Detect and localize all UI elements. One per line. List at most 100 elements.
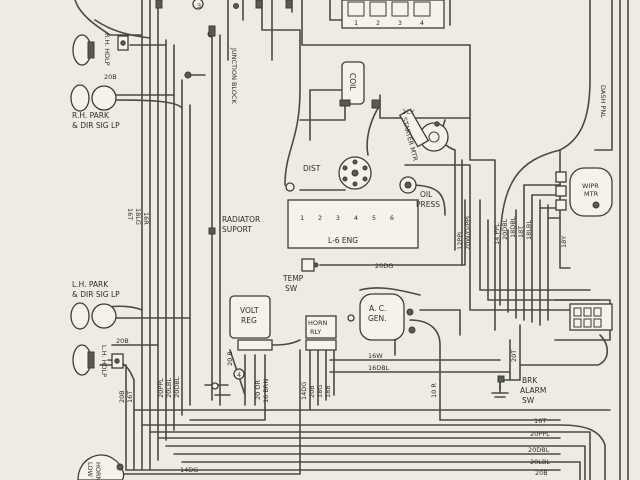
wire-20b-mid: 20B [116, 337, 129, 345]
ac-generator [347, 293, 416, 341]
distributor [285, 156, 372, 192]
wire-20lbl-v: 20LBL [165, 378, 173, 398]
wire-18g: 18G [316, 385, 324, 398]
wire-20b-v: 20B [308, 385, 316, 398]
wire-14dg-h: 14DG [180, 466, 198, 474]
engine-terminal-2: 2 [318, 214, 322, 222]
horn-label: HORN [94, 462, 102, 480]
wire-16w: 16W [368, 352, 383, 360]
wire-18y: 18Y [560, 236, 568, 248]
brk-alarm-label-2: ALARM [520, 386, 546, 395]
wire-16brn: 16 BRN [262, 379, 270, 403]
wire-20dbl-a: 20DBL [501, 218, 509, 240]
coil-label: COIL [348, 73, 357, 91]
radiator-support [208, 227, 216, 235]
rh-park-lamp [70, 71, 192, 112]
temp-switch [301, 258, 319, 272]
engine-terminal-5: 5 [372, 214, 376, 222]
oil-press-label-1: OIL [420, 190, 433, 199]
lh-headlamp [72, 344, 124, 376]
top-connector-terminal-1: 1 [354, 19, 358, 27]
wire-20b-top: 20B [104, 73, 117, 81]
top-connector-terminal-4: 4 [420, 19, 424, 27]
ground-3-label: 3 [197, 2, 201, 10]
component-labels: R.H. HDLP R.H. PARK & DIR SIG LP L.H. PA… [72, 33, 607, 480]
horn [77, 454, 125, 480]
radiator-support-label-2: SUPORT [222, 225, 252, 234]
wire-16t-v: 16T [126, 391, 134, 403]
brk-alarm-label-3: SW [522, 396, 535, 405]
wire-labels: 20B 2CY 16T 18LG 16R 20DG 12PPL 20W/O/PP… [104, 2, 568, 477]
junction-block-label: JUNCTION BLOCK [230, 47, 238, 105]
wire-18lg: 18LG [134, 208, 142, 225]
radiator-support-label-1: RADIATOR [222, 215, 260, 224]
wire-20b-reg: 20 B [226, 351, 234, 366]
dist-label: DIST [303, 164, 321, 173]
lh-park-label-1: L.H. PARK [72, 280, 109, 289]
bus-16t: 16T [534, 417, 546, 425]
bus-20ppl: 20PPL [530, 430, 550, 438]
wiper-motor-label-1: WIPR [582, 182, 599, 190]
brake-alarm-switch [491, 375, 509, 398]
temp-sw-label-1: TEMP [282, 274, 304, 283]
rh-park-label-2: & DIR SIG LP [72, 121, 120, 130]
engine-terminal-6: 6 [390, 214, 394, 222]
wiper-motor-label-2: MTR [584, 190, 599, 198]
dash-pnl-label: DASH PNL [599, 85, 607, 118]
right-connector-block [569, 303, 613, 331]
volt-reg-label-1: VOLT [240, 306, 259, 315]
wire-20t: 20T [510, 350, 518, 362]
ac-gen-label-1: A. C. [369, 304, 386, 313]
top-connector-terminal-3: 3 [398, 19, 402, 27]
horn-low-label: LOW [86, 462, 94, 478]
ground-4-label: 4 [237, 371, 241, 379]
engine-terminal-4: 4 [354, 214, 358, 222]
wire-14ppl: 14 PPL [493, 223, 501, 245]
voltage-regulator [229, 295, 273, 351]
rh-park-label-1: R.H. PARK [72, 111, 110, 120]
wiper-motor [555, 167, 613, 217]
wire-18b: 18B [324, 385, 332, 398]
wire-20dg: 20DG [375, 262, 393, 270]
wire-20b-left: 20B [118, 390, 126, 403]
wire-18dbl: 18DBL [509, 216, 517, 238]
wire-14dg-v: 14DG [300, 382, 308, 400]
wire-20dbl-v: 20DBL [173, 376, 181, 398]
wire-20w-o-ppl: 20W/O/PPL [464, 214, 472, 250]
wire-16r: 16R [142, 212, 150, 225]
oil-pressure-switch [399, 176, 417, 194]
wire-2cy: 2CY [402, 108, 415, 116]
horn-rly-label-2: RLY [310, 328, 321, 336]
wire-12ppl: 12PPL [456, 230, 464, 250]
wire-18lbl: 18LBL [525, 220, 533, 240]
engine-block [287, 199, 419, 249]
engine-terminal-1: 1 [300, 214, 304, 222]
bus-20dbl: 20DBL [528, 446, 550, 454]
oil-press-label-2: PRESS [416, 200, 440, 209]
coil [339, 61, 381, 109]
wire-16t: 16T [126, 208, 134, 220]
top-connector-terminal-2: 2 [376, 19, 380, 27]
wire-20ppl-v: 20PPL [157, 378, 165, 398]
wire-20or: 20 OR [254, 380, 262, 400]
brk-alarm-label-1: BRK [522, 376, 538, 385]
horn-relay [305, 315, 337, 351]
junction-block [208, 25, 216, 37]
temp-sw-label-2: SW [285, 284, 298, 293]
ac-gen-label-2: GEN. [368, 314, 387, 323]
bus-20b: 20B [535, 469, 548, 477]
wire-18t: 18T [517, 226, 525, 238]
terminal-labels: 1 2 3 4 5 6 1 2 3 4 [300, 19, 424, 222]
volt-reg-label-2: REG [241, 316, 257, 325]
lh-headlamp-label: L.H. HDLP [100, 345, 108, 377]
rh-headlamp-label: R.H. HDLP [103, 33, 111, 66]
engine-terminal-3: 3 [336, 214, 340, 222]
lh-park-lamp [70, 302, 117, 330]
bus-20lbl: 20LBL [530, 458, 550, 466]
horn-rly-label-1: HORN [308, 319, 328, 327]
ground-junction [211, 368, 245, 390]
rh-headlamp [72, 34, 129, 66]
lh-park-label-2: & DIR SIG LP [72, 290, 120, 299]
engine-label: L-6 ENG [328, 236, 358, 245]
